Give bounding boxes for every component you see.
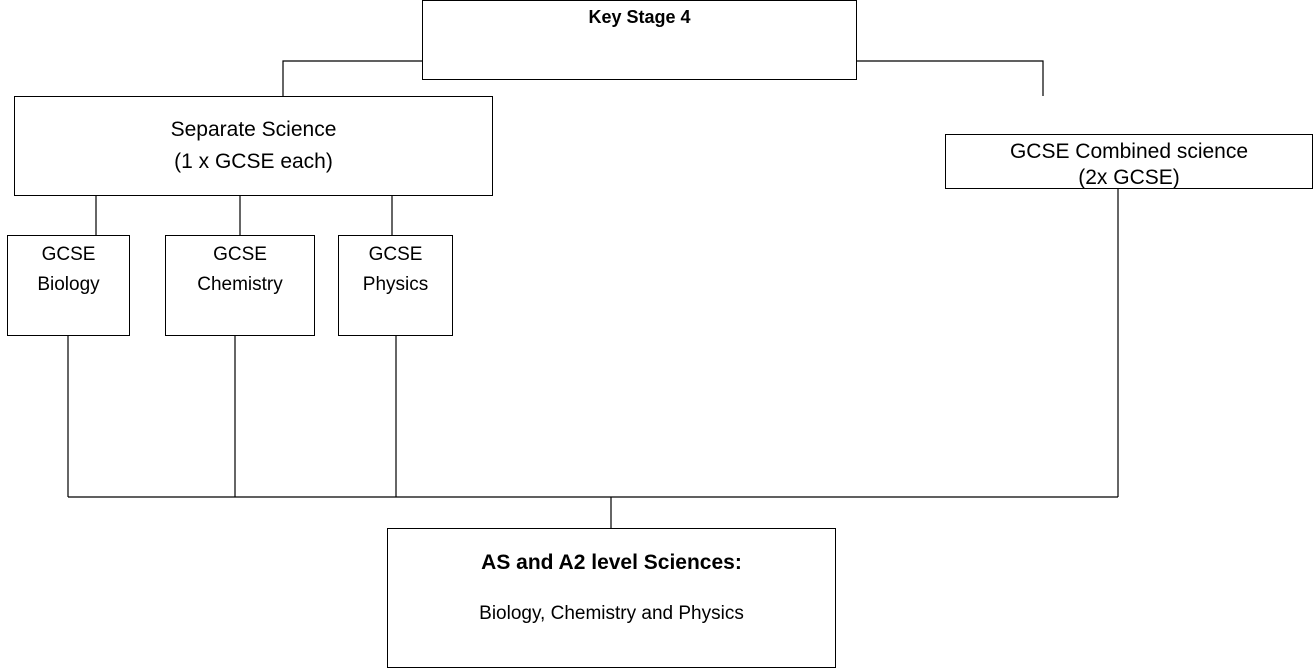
a-level-subjects: Biology, Chemistry and Physics	[479, 603, 744, 624]
gcse-physics-line1: GCSE	[368, 244, 423, 265]
gcse-physics-box: GCSE Physics	[338, 235, 453, 336]
gcse-biology-box: GCSE Biology	[7, 235, 130, 336]
connector-root-combined	[857, 60, 1044, 96]
separate-science-box: Separate Science (1 x GCSE each)	[14, 96, 493, 196]
gcse-physics-line2: Physics	[362, 274, 429, 295]
separate-science-subtitle: (1 x GCSE each)	[174, 150, 333, 173]
combined-science-box: GCSE Combined science (2x GCSE)	[945, 134, 1313, 189]
gcse-biology-line1: GCSE	[41, 244, 96, 265]
gcse-chemistry-line1: GCSE	[213, 244, 267, 265]
gcse-biology-line2: Biology	[37, 274, 100, 295]
gcse-chemistry-box: GCSE Chemistry	[165, 235, 315, 336]
a-level-title: AS and A2 level Sciences:	[481, 551, 742, 574]
connector-root-separate	[282, 60, 422, 96]
key-stage-4-box: Key Stage 4	[422, 0, 857, 80]
key-stage-4-label: Key Stage 4	[588, 7, 691, 27]
combined-science-subtitle: (2x GCSE)	[1078, 166, 1180, 189]
separate-science-title: Separate Science	[170, 118, 337, 141]
combined-science-title: GCSE Combined science	[1009, 140, 1249, 163]
a-level-sciences-box: AS and A2 level Sciences: Biology, Chemi…	[387, 528, 836, 668]
gcse-chemistry-line2: Chemistry	[197, 274, 283, 295]
